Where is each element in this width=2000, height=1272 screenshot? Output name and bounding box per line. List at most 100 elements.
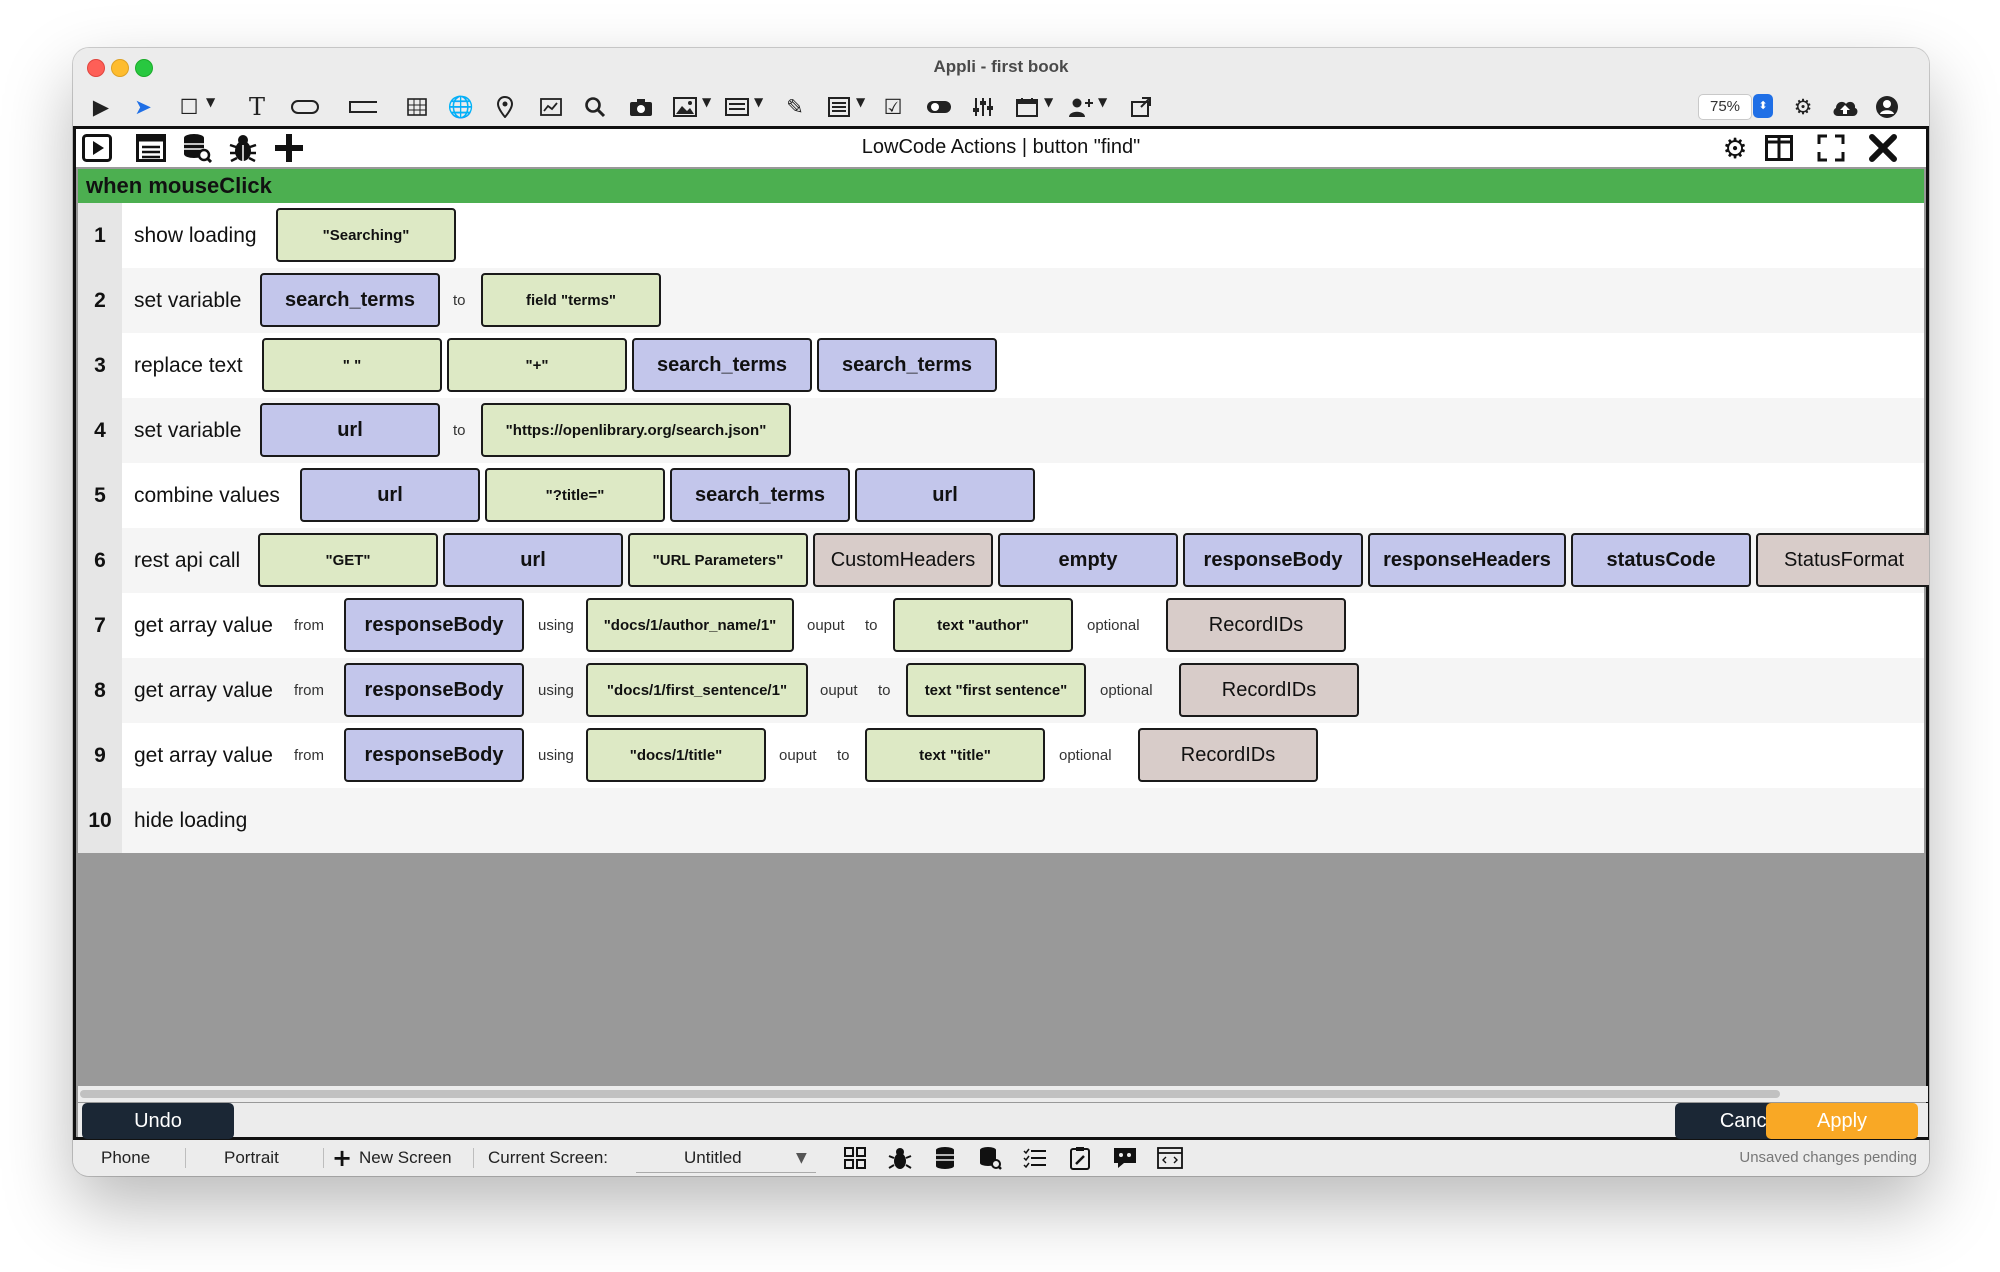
action-row[interactable]: 3 replace text " " "+" search_terms sear… — [94, 333, 1924, 398]
action-row[interactable]: 6 rest api call "GET" url "URL Parameter… — [94, 528, 1929, 593]
string-block[interactable]: field "terms" — [481, 273, 661, 327]
action-row[interactable]: 5 combine values url "?title=" search_te… — [94, 463, 1924, 528]
bug-icon[interactable] — [226, 132, 260, 164]
button-shape-icon[interactable] — [291, 93, 319, 121]
orientation-selector[interactable]: Portrait — [224, 1148, 279, 1167]
variable-block[interactable]: responseBody — [344, 728, 524, 782]
event-header[interactable]: when mouseClick — [78, 169, 1924, 203]
string-block[interactable]: "GET" — [258, 533, 438, 587]
bug-icon[interactable] — [886, 1144, 914, 1172]
action-row[interactable]: 8 get array value from responseBody usin… — [94, 658, 1924, 723]
variable-block[interactable]: search_terms — [670, 468, 850, 522]
optional-block[interactable]: CustomHeaders — [813, 533, 993, 587]
device-selector[interactable]: Phone — [101, 1148, 151, 1167]
user-add-icon[interactable] — [1067, 93, 1095, 121]
chevron-down-icon[interactable]: ▼ — [754, 95, 764, 109]
export-icon[interactable] — [1127, 93, 1155, 121]
input-shape-icon[interactable] — [349, 93, 377, 121]
run-preview-icon[interactable] — [80, 132, 114, 164]
maximize-window-button[interactable] — [135, 59, 153, 77]
globe-icon[interactable]: 🌐 — [447, 94, 475, 119]
form-icon[interactable] — [825, 93, 853, 121]
list-view-icon[interactable] — [134, 132, 168, 164]
variable-block[interactable]: url — [300, 468, 480, 522]
variable-block[interactable]: responseHeaders — [1368, 533, 1566, 587]
string-block[interactable]: " " — [262, 338, 442, 392]
cloud-upload-icon[interactable] — [1831, 93, 1859, 121]
sliders-icon[interactable] — [969, 93, 997, 121]
chat-bot-icon[interactable] — [1111, 1144, 1139, 1172]
string-block[interactable]: "URL Parameters" — [628, 533, 808, 587]
variable-block[interactable]: statusCode — [1571, 533, 1751, 587]
variable-block[interactable]: empty — [998, 533, 1178, 587]
table-icon[interactable] — [403, 93, 431, 121]
database-search-icon[interactable] — [180, 132, 214, 164]
variable-block[interactable]: url — [855, 468, 1035, 522]
text-icon[interactable]: T — [248, 93, 265, 121]
variable-block[interactable]: responseBody — [344, 663, 524, 717]
camera-icon[interactable] — [627, 93, 655, 121]
chevron-down-icon[interactable]: ▼ — [856, 95, 866, 109]
fullscreen-icon[interactable] — [1814, 132, 1848, 164]
scrollbar-thumb[interactable] — [80, 1090, 1780, 1098]
clipboard-edit-icon[interactable] — [1066, 1144, 1094, 1172]
edit-icon[interactable]: ✎ — [786, 95, 804, 119]
calendar-icon[interactable] — [1013, 93, 1041, 121]
image-icon[interactable] — [671, 93, 699, 121]
apply-button[interactable]: Apply — [1766, 1103, 1918, 1139]
settings-gear-icon[interactable]: ⚙ — [1722, 131, 1748, 165]
variable-block[interactable]: responseBody — [1183, 533, 1363, 587]
toggle-icon[interactable] — [925, 93, 953, 121]
chevron-down-icon[interactable]: ▼ — [206, 95, 216, 109]
new-screen-button[interactable]: New Screen — [359, 1148, 452, 1167]
variable-block[interactable]: url — [443, 533, 623, 587]
variable-block[interactable]: search_terms — [632, 338, 812, 392]
variable-block[interactable]: search_terms — [260, 273, 440, 327]
zoom-stepper-icon[interactable]: ⬍ — [1753, 94, 1773, 118]
chevron-down-icon[interactable]: ▼ — [1044, 95, 1054, 109]
string-block[interactable]: "docs/1/title" — [586, 728, 766, 782]
optional-block[interactable]: RecordIDs — [1138, 728, 1318, 782]
zoom-select[interactable]: 75% — [1698, 94, 1752, 120]
location-pin-icon[interactable] — [491, 93, 519, 121]
plus-icon[interactable]: + — [331, 1144, 353, 1172]
string-block[interactable]: "https://openlibrary.org/search.json" — [481, 403, 791, 457]
play-icon[interactable]: ▶ — [92, 95, 110, 119]
current-screen-select[interactable]: Untitled ▼ — [636, 1144, 816, 1173]
split-view-icon[interactable] — [1762, 132, 1796, 164]
search-icon[interactable] — [581, 93, 609, 121]
close-icon[interactable] — [1866, 132, 1900, 164]
string-block[interactable]: text "title" — [865, 728, 1045, 782]
action-row[interactable]: 2 set variable search_terms to field "te… — [94, 268, 1924, 333]
grid-icon[interactable] — [841, 1144, 869, 1172]
undo-button[interactable]: Undo — [82, 1103, 234, 1139]
database-icon[interactable] — [931, 1144, 959, 1172]
action-row[interactable]: 10 hide loading — [88, 788, 1924, 853]
gear-icon[interactable]: ⚙ — [1793, 95, 1813, 119]
string-block[interactable]: "?title=" — [485, 468, 665, 522]
rectangle-icon[interactable]: ☐ — [179, 95, 199, 119]
variable-block[interactable]: responseBody — [344, 598, 524, 652]
string-block[interactable]: text "author" — [893, 598, 1073, 652]
optional-block[interactable]: RecordIDs — [1166, 598, 1346, 652]
action-row[interactable]: 9 get array value from responseBody usin… — [94, 723, 1924, 788]
action-row[interactable]: 4 set variable url to "https://openlibra… — [94, 398, 1924, 463]
user-account-icon[interactable] — [1873, 93, 1901, 121]
optional-block[interactable]: StatusFormat — [1756, 533, 1929, 587]
checkbox-icon[interactable]: ☑ — [883, 95, 903, 119]
string-block[interactable]: "docs/1/first_sentence/1" — [586, 663, 808, 717]
horizontal-scrollbar[interactable] — [78, 1086, 1928, 1102]
database-search-icon[interactable] — [976, 1144, 1004, 1172]
add-action-icon[interactable] — [272, 132, 306, 164]
code-window-icon[interactable] — [1156, 1144, 1184, 1172]
chevron-down-icon[interactable]: ▼ — [702, 95, 712, 109]
checklist-icon[interactable] — [1021, 1144, 1049, 1172]
chevron-down-icon[interactable]: ▼ — [1098, 95, 1108, 109]
string-block[interactable]: "Searching" — [276, 208, 456, 262]
pointer-icon[interactable]: ➤ — [134, 95, 152, 119]
string-block[interactable]: "docs/1/author_name/1" — [586, 598, 794, 652]
variable-block[interactable]: search_terms — [817, 338, 997, 392]
string-block[interactable]: "+" — [447, 338, 627, 392]
minimize-window-button[interactable] — [111, 59, 129, 77]
list-icon[interactable] — [723, 93, 751, 121]
